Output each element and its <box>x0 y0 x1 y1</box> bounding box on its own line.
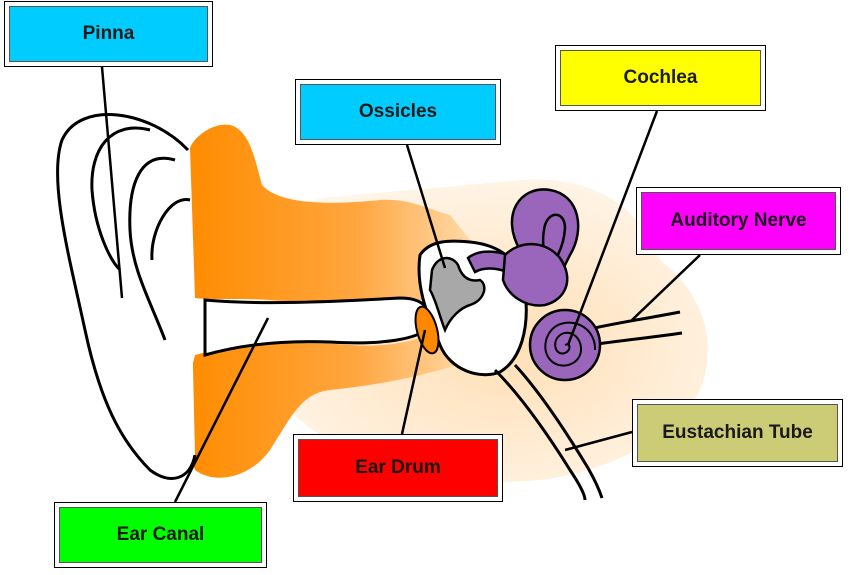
eustachian-tube-shape <box>493 368 587 501</box>
label-cochlea: Cochlea <box>555 45 766 111</box>
label-ossicles: Ossicles <box>295 79 501 145</box>
pinna-fold-inner <box>128 156 176 341</box>
label-ossicles-text: Ossicles <box>300 84 496 140</box>
label-auditory-nerve-text: Auditory Nerve <box>641 192 836 250</box>
label-ear-canal-text: Ear Canal <box>59 507 262 563</box>
leader-eustachian-tube <box>564 430 633 452</box>
label-cochlea-text: Cochlea <box>560 50 761 106</box>
pinna-helix <box>150 198 191 261</box>
label-ear-drum-text: Ear Drum <box>298 439 498 497</box>
leader-lines <box>100 66 701 503</box>
ossicles-shape <box>428 256 486 334</box>
leader-pinna <box>100 66 124 299</box>
label-eustachian-tube: Eustachian Tube <box>632 399 843 467</box>
vestibule <box>501 242 569 307</box>
ear-canal-shape <box>190 124 470 303</box>
leader-ossicles <box>405 144 447 269</box>
eustachian-tube-shape-inner <box>513 363 604 499</box>
label-eustachian-tube-text: Eustachian Tube <box>637 404 838 462</box>
leader-auditory-nerve <box>631 254 701 321</box>
ear-canal-lower <box>187 330 470 478</box>
leader-ear-canal <box>173 317 270 503</box>
leader-cochlea <box>566 110 659 346</box>
label-ear-drum: Ear Drum <box>293 434 503 502</box>
cochlea-spiral <box>544 321 597 367</box>
label-pinna: Pinna <box>4 1 213 67</box>
label-pinna-text: Pinna <box>9 6 208 62</box>
label-ear-canal: Ear Canal <box>54 502 267 568</box>
pinna-fold-outer <box>90 126 151 272</box>
pinna-outline <box>56 113 197 480</box>
label-auditory-nerve: Auditory Nerve <box>636 187 841 255</box>
leader-ear-drum <box>400 329 427 435</box>
